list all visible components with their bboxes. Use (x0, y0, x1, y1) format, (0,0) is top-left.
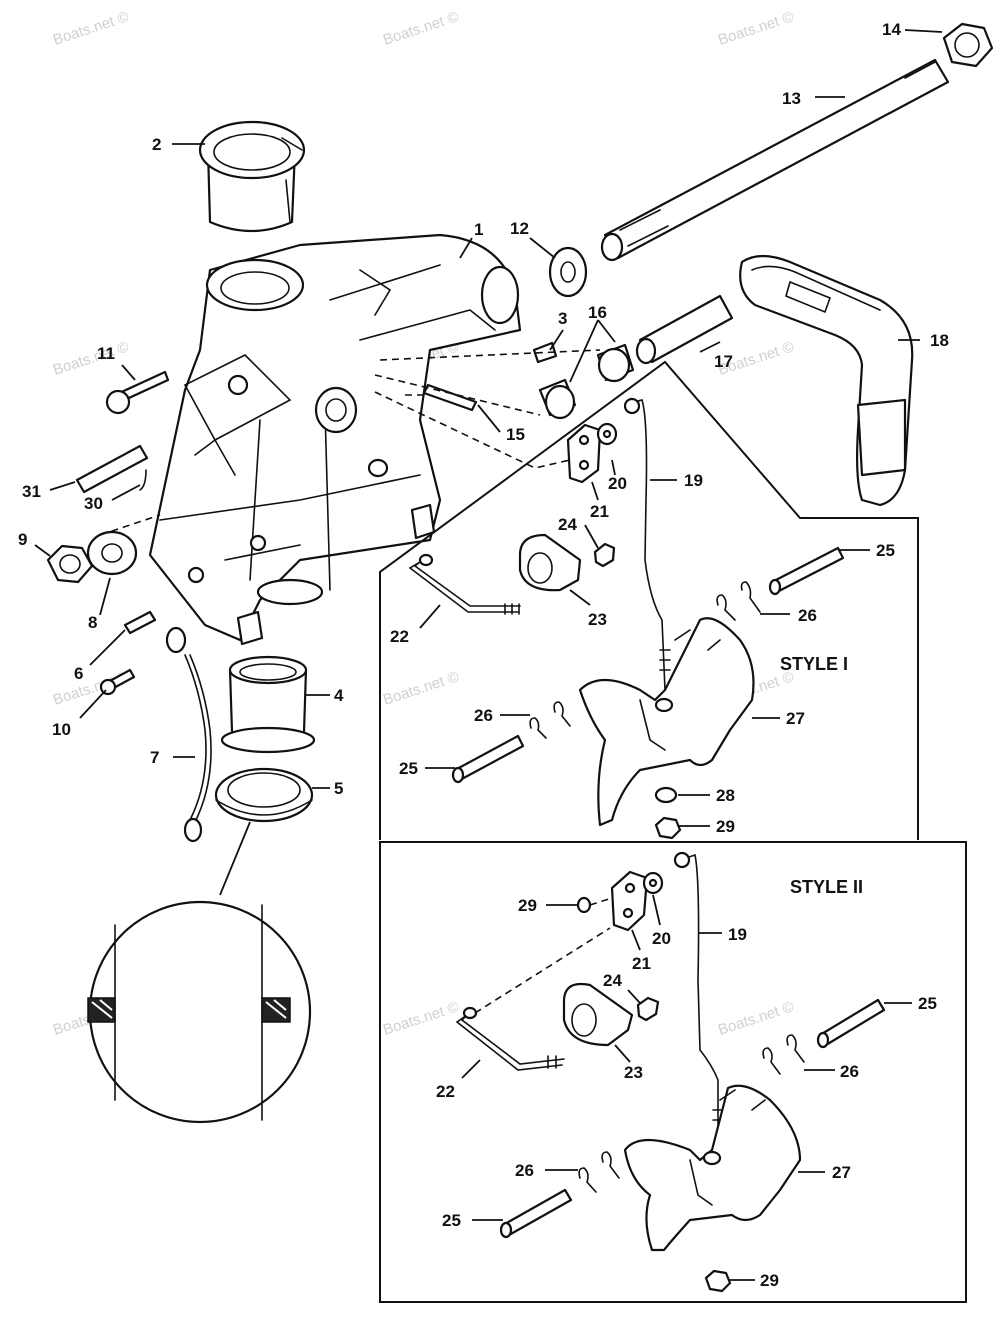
callout-16: 16 (588, 303, 607, 322)
callout-26b-style1: 26 (474, 706, 493, 725)
seal-detail (87, 821, 312, 1124)
callout-30: 30 (84, 494, 103, 513)
callout-21-style1: 21 (590, 502, 609, 521)
ground-strap (165, 626, 212, 843)
callout-22-style1: 22 (390, 627, 409, 646)
washer-12 (548, 246, 588, 298)
callout-5: 5 (334, 779, 343, 798)
callout-24-style2: 24 (603, 971, 622, 990)
bushings-16 (538, 343, 635, 420)
leader-lines (34, 29, 943, 1281)
callout-20-style1: 20 (608, 474, 627, 493)
style-1-border (379, 360, 919, 840)
pin-17 (635, 294, 734, 365)
callout-18: 18 (930, 331, 949, 350)
callout-25b-style2: 25 (442, 1211, 461, 1230)
style-1-label: STYLE I (780, 654, 848, 674)
watermark: Boats.net © (51, 668, 131, 708)
watermark: Boats.net © (716, 998, 796, 1038)
callout-22-style2: 22 (436, 1082, 455, 1101)
callout-27-style2: 27 (832, 1163, 851, 1182)
callout-1: 1 (474, 220, 483, 239)
callout-labels: 1 2 3 4 5 6 7 8 9 10 11 12 13 14 15 16 1… (18, 20, 949, 1290)
callout-3: 3 (558, 309, 567, 328)
alignment-lines (99, 349, 613, 1014)
hardware-left (46, 341, 558, 696)
callout-15: 15 (506, 425, 525, 444)
callout-26a-style2: 26 (840, 1062, 859, 1081)
callout-20-style2: 20 (652, 929, 671, 948)
callout-29-style1: 29 (716, 817, 735, 836)
watermark: Boats.net © (381, 668, 461, 708)
callout-26b-style2: 26 (515, 1161, 534, 1180)
callout-24-style1: 24 (558, 515, 577, 534)
callout-7: 7 (150, 748, 159, 767)
callout-8: 8 (88, 613, 97, 632)
callout-23-style1: 23 (588, 610, 607, 629)
callout-14: 14 (882, 20, 901, 39)
watermark: Boats.net © (51, 8, 131, 48)
callout-29b-style2: 29 (760, 1271, 779, 1290)
callout-29a-style2: 29 (518, 896, 537, 915)
style-2-border (379, 841, 967, 1303)
callout-17: 17 (714, 352, 733, 371)
callout-25b-style1: 25 (399, 759, 418, 778)
style-2-label: STYLE II (790, 877, 863, 897)
callout-10: 10 (52, 720, 71, 739)
seal (214, 767, 314, 823)
watermark: Boats.net © (381, 8, 461, 48)
callout-31: 31 (22, 482, 41, 501)
watermark: Boats.net © (716, 8, 796, 48)
callout-9: 9 (18, 530, 27, 549)
callout-11: 11 (97, 344, 115, 363)
callout-28-style1: 28 (716, 786, 735, 805)
callout-19-style1: 19 (684, 471, 703, 490)
lower-bushing (220, 655, 316, 754)
callout-26a-style1: 26 (798, 606, 817, 625)
tilt-tube (600, 58, 950, 262)
callout-19-style2: 19 (728, 925, 747, 944)
tilt-tube-nut (942, 22, 994, 68)
callout-12: 12 (510, 219, 529, 238)
callout-25a-style2: 25 (918, 994, 937, 1013)
style-2-parts (455, 851, 886, 1293)
callout-6: 6 (74, 664, 83, 683)
callout-21-style2: 21 (632, 954, 651, 973)
watermark: Boats.net © (51, 338, 131, 378)
callout-13: 13 (782, 89, 801, 108)
callout-2: 2 (152, 135, 161, 154)
callout-23-style2: 23 (624, 1063, 643, 1082)
callout-25a-style1: 25 (876, 541, 895, 560)
upper-bushing (198, 120, 306, 233)
watermark: Boats.net © (381, 998, 461, 1038)
style-1-parts (408, 397, 845, 840)
tilt-lever (739, 254, 914, 507)
swivel-bracket (148, 233, 522, 646)
callout-4: 4 (334, 686, 344, 705)
callout-27-style1: 27 (786, 709, 805, 728)
